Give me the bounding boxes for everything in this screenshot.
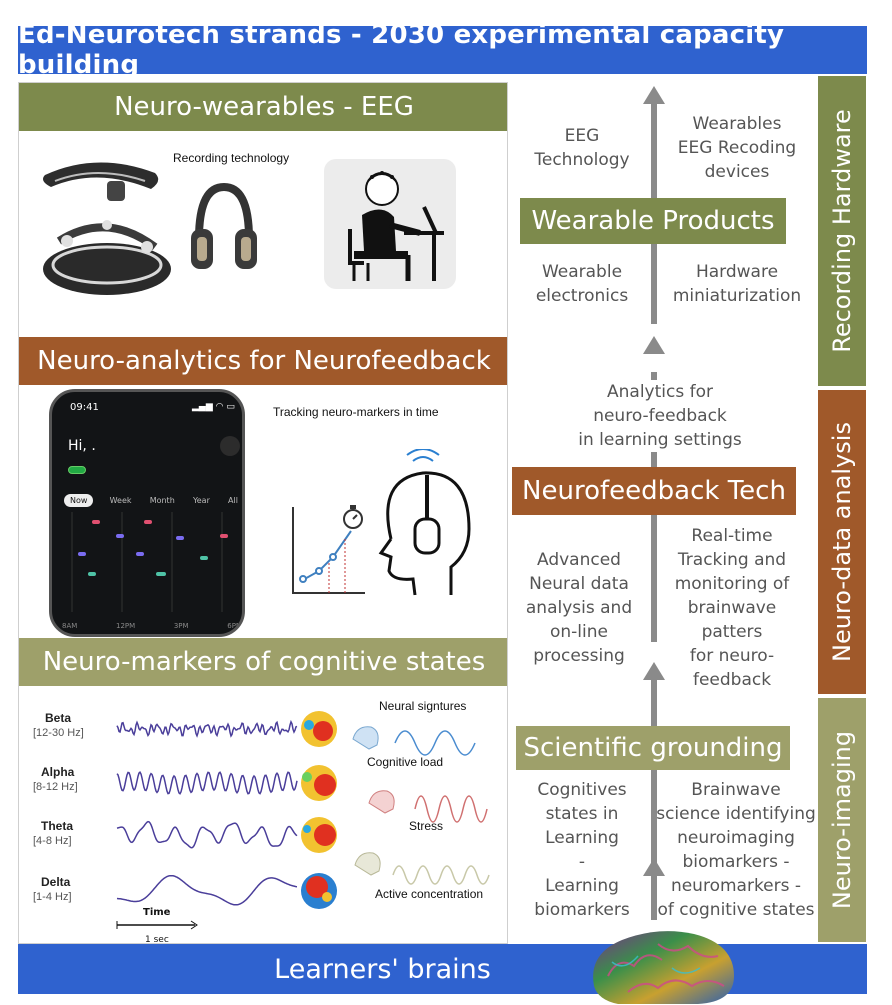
text-eeg-technology: EEG Technology <box>534 126 630 170</box>
axis-6pm: 6PM <box>227 622 242 630</box>
neural-signatures: Neural signtures Cognitive load Stress A… <box>349 695 507 943</box>
text-cognitive-states: Cognitives states in Learning - Learning… <box>534 780 630 920</box>
tab-year[interactable]: Year <box>192 496 210 505</box>
side-imaging-label: Neuro-imaging <box>828 730 857 910</box>
signatures-title: Neural signtures <box>379 699 467 713</box>
theta-wave <box>116 820 298 849</box>
head-headphone-icon <box>378 449 471 596</box>
left-panel: Neuro-wearables - EEG Recording technolo… <box>18 82 508 944</box>
phone-axis: 8AM 12PM 3PM 6PM <box>62 622 242 630</box>
arrow-head-top <box>643 86 665 104</box>
side-recording-hardware: Recording Hardware <box>818 76 866 386</box>
eeg-headset-icon <box>43 162 171 295</box>
tab-all[interactable]: All <box>228 496 238 505</box>
text-brainwave-science: Brainwave science identifying neuroimagi… <box>656 780 816 920</box>
phone-timeline-chart <box>71 512 228 612</box>
text-wearable-electronics: Wearable electronics <box>535 262 629 306</box>
phone-mockup: 09:41 ▂▄▆ ◠ ▭ Hi, . Now Week Month Year … <box>49 389 245 637</box>
tab-now[interactable]: Now <box>64 494 94 507</box>
wearable-products-box: Wearable Products <box>520 198 786 244</box>
time-label: Time <box>143 907 171 918</box>
time-unit: 1 sec <box>145 935 169 944</box>
topomap-theta <box>301 817 337 853</box>
eeg-user-illustration <box>324 159 456 289</box>
delta-wave <box>116 874 298 906</box>
axis-3pm: 3PM <box>173 622 189 630</box>
band-delta-range: [1-4 Hz] <box>33 891 72 903</box>
band-alpha-label: Alpha <box>41 765 75 779</box>
signature-stress: Stress <box>409 819 444 833</box>
footer-label: Learners' brains <box>274 953 491 985</box>
band-theta-range: [4-8 Hz] <box>33 835 72 847</box>
wearables-title: Neuro-wearables - EEG <box>19 83 507 131</box>
battery-icon <box>68 466 86 474</box>
arrow-head-middle <box>643 336 665 354</box>
text-real-time-tracking: Real-time Tracking and monitoring of bra… <box>674 526 790 690</box>
side-recording-label: Recording Hardware <box>828 109 857 353</box>
markers-title: Neuro-markers of cognitive states <box>19 638 507 686</box>
band-beta-range: [12-30 Hz] <box>33 727 84 739</box>
side-analysis-label: Neuro-data analysis <box>828 422 857 662</box>
signature-waves <box>352 726 490 885</box>
recording-technology-label: Recording technology <box>173 151 290 165</box>
phone-tabs: Now Week Month Year All <box>64 494 240 507</box>
band-delta-label: Delta <box>41 875 71 889</box>
tracking-label: Tracking neuro-markers in time <box>273 405 439 419</box>
tab-week[interactable]: Week <box>109 496 132 505</box>
text-hardware-miniaturization: Hardware miniaturization <box>672 262 802 306</box>
analytics-title: Neuro-analytics for Neurofeedback <box>19 337 507 385</box>
side-neuro-imaging: Neuro-imaging <box>818 698 866 942</box>
alpha-wave <box>116 771 298 795</box>
neurofeedback-tech-box: Neurofeedback Tech <box>512 467 796 515</box>
brain-icon <box>593 931 734 1004</box>
text-advanced-neural-data: Advanced Neural data analysis and on-lin… <box>525 550 633 666</box>
footer-bar: Learners' brains <box>18 944 867 994</box>
axis-8am: 8AM <box>62 622 78 630</box>
text-wearables-devices: Wearables EEG Recoding devices <box>677 114 797 182</box>
eeg-bands: Beta [12-30 Hz] Alpha [8-12 Hz] Theta [4… <box>19 695 349 944</box>
topomap-delta <box>301 873 337 909</box>
axis-12pm: 12PM <box>115 622 136 630</box>
eeg-waveforms <box>116 711 337 930</box>
stopwatch-icon <box>343 505 363 529</box>
band-theta-label: Theta <box>41 819 74 833</box>
scientific-grounding-box: Scientific grounding <box>516 726 790 770</box>
arrow-head-bottom <box>643 662 665 680</box>
topomap-alpha <box>301 765 337 801</box>
phone-avatar[interactable] <box>220 436 240 456</box>
beta-wave <box>116 719 298 738</box>
band-alpha-range: [8-12 Hz] <box>33 781 78 793</box>
page-title: Ed-Neurotech strands - 2030 experimental… <box>18 20 867 80</box>
topomap-beta <box>301 711 337 747</box>
headphones-icon <box>191 182 257 269</box>
band-beta-label: Beta <box>45 711 72 725</box>
phone-greeting: Hi, . <box>68 438 96 454</box>
trend-chart-icon <box>292 507 365 594</box>
phone-time: 09:41 <box>70 402 99 413</box>
tab-month[interactable]: Month <box>149 496 175 505</box>
signature-active-concentration: Active concentration <box>375 887 484 901</box>
person-at-desk-icon <box>348 171 444 281</box>
side-neuro-data-analysis: Neuro-data analysis <box>818 390 866 694</box>
phone-status-icons: ▂▄▆ ◠ ▭ <box>192 402 235 412</box>
arrow-head-base <box>643 858 665 876</box>
arrow-shaft-bottom <box>651 680 657 920</box>
signature-cognitive-load: Cognitive load <box>367 755 444 769</box>
text-analytics-neurofeedback: Analytics for neuro-feedback in learning… <box>560 380 760 452</box>
